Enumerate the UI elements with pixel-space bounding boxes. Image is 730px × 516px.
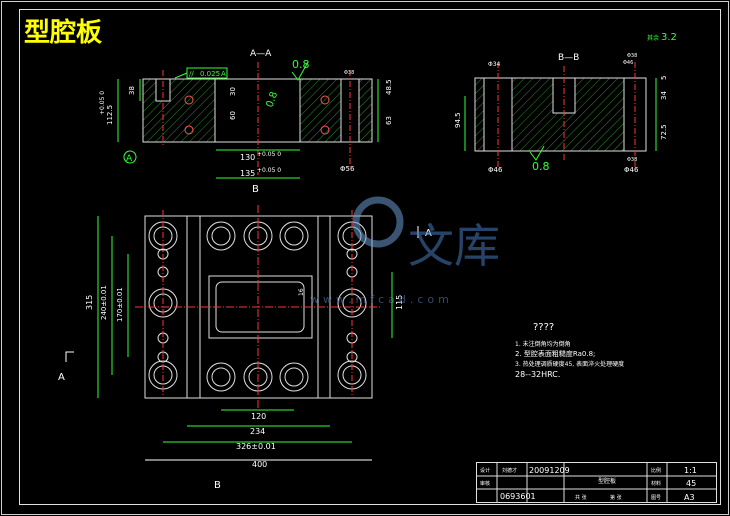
- dim-phi38-top: Φ38: [627, 53, 637, 59]
- corner-roughness-prefix: 其余: [647, 34, 659, 42]
- dim-112-tol: +0.05 0: [99, 91, 106, 115]
- watermark-logo-icon: [352, 196, 404, 248]
- dim-34: 34: [660, 91, 668, 100]
- dim-120: 120: [251, 412, 266, 421]
- dim-170: 170±0.01: [116, 287, 124, 322]
- aa-screw-hole: [184, 125, 194, 135]
- dim-16: 16: [298, 288, 305, 296]
- dim-135-tol: +0.05 0: [257, 167, 281, 174]
- dim-400: 400: [252, 460, 267, 469]
- tb-number: 0693601: [500, 492, 536, 501]
- tb-sheet: 第 张: [610, 494, 622, 501]
- roughness-symbol: [291, 61, 309, 81]
- dim-60: 60: [229, 111, 237, 120]
- svg-text:0.025: 0.025: [200, 70, 220, 78]
- tb-label: 材料: [651, 480, 661, 487]
- tb-date: 20091209: [529, 466, 570, 475]
- section-bb: B—B Φ34 Φ38 Φ46 94.5 34 5 72.5 Φ46 Φ46 Φ…: [454, 32, 677, 174]
- dim-240: 240±0.01: [100, 285, 108, 320]
- dim-phi56: Φ56: [340, 165, 355, 173]
- dim-234: 234: [250, 427, 265, 436]
- tolerance-frame: // 0.025 A: [174, 67, 228, 79]
- dim-135: 135: [240, 169, 255, 178]
- tb-label: 设计: [480, 467, 490, 474]
- tb-size: A3: [684, 493, 695, 502]
- note-line: 2. 型腔表面粗糙度Ra0.8;: [515, 349, 595, 358]
- dim-5: 5: [660, 76, 668, 80]
- note-line: 3. 热处理调质硬度45, 表面淬火处理硬度: [515, 360, 624, 368]
- dim-326: 326±0.01: [236, 442, 276, 451]
- dim-38: 38: [128, 86, 136, 95]
- dim-phi-top: Φ38: [344, 70, 354, 76]
- watermark-url: www.mfcad.com: [310, 293, 453, 306]
- dim-112: 112.5: [106, 105, 114, 125]
- note-line: 28--32HRC.: [515, 370, 560, 379]
- dim-phi46-r: Φ46: [624, 166, 639, 174]
- title-block: 设计 刘德才 20091209 型腔板 比例 1:1 审核 材料 45 0693…: [476, 462, 717, 503]
- tb-value: 刘德才: [502, 467, 517, 474]
- aa-screw-hole: [184, 95, 194, 105]
- technical-notes: ???? 1. 未注倒角均为倒角 2. 型腔表面粗糙度Ra0.8; 3. 热处理…: [515, 322, 624, 379]
- dim-30: 30: [229, 87, 237, 96]
- dim-48: 48.5: [385, 79, 393, 95]
- watermark: 文库 www.mfcad.com: [310, 196, 500, 306]
- section-aa: A—A // 0.025 A 0.8 0.8 38 112.5 +0.05: [99, 49, 393, 179]
- section-bb-label: B—B: [558, 53, 579, 63]
- dim-63: 63: [385, 116, 393, 125]
- dim-phi-small: Φ46: [623, 60, 633, 66]
- dim-phi38-bot: Φ38: [627, 157, 637, 163]
- view-label-a-left: A: [58, 372, 65, 383]
- svg-text://: //: [189, 70, 194, 78]
- tb-sheets: 共 张: [575, 494, 587, 501]
- tb-label: 图号: [651, 495, 661, 501]
- datum-a: A: [126, 154, 133, 164]
- aa-body-right: [299, 78, 373, 143]
- view-arrow: [65, 351, 74, 362]
- notes-heading: ????: [533, 322, 554, 333]
- svg-text:A: A: [221, 70, 226, 78]
- plan-view: 315 240±0.01 170±0.01 115 16 120 234 326…: [58, 184, 432, 491]
- aa-screw-hole: [320, 125, 330, 135]
- corner-roughness: 3.2: [661, 32, 677, 43]
- dim-130-tol: +0.05 0: [257, 151, 281, 158]
- aa-roughness-side: 0.8: [264, 90, 280, 109]
- view-label-b-top: B: [252, 184, 259, 195]
- tb-material: 45: [686, 479, 696, 488]
- aa-body-left: [142, 78, 216, 143]
- dim-phi34: Φ34: [488, 61, 501, 68]
- roughness-symbol: [529, 145, 545, 161]
- bb-roughness: 0.8: [532, 160, 550, 173]
- dim-94: 94.5: [454, 112, 462, 128]
- note-line: 1. 未注倒角均为倒角: [515, 340, 571, 348]
- inner-frame: [19, 9, 721, 505]
- dim-72: 72.5: [660, 124, 668, 140]
- aa-screw-hole: [320, 95, 330, 105]
- view-label-a-right: A: [425, 228, 432, 239]
- tb-label: 比例: [651, 467, 661, 474]
- dim-130: 130: [240, 153, 255, 162]
- watermark-cn: 文库: [408, 219, 500, 273]
- aa-pin-hole: [340, 78, 360, 143]
- datum-a-circle: [123, 150, 137, 164]
- view-label-b-bottom: B: [214, 480, 221, 491]
- dim-phi46-l: Φ46: [488, 166, 503, 174]
- drawing-title: 型腔板: [24, 18, 102, 48]
- dim-115: 115: [395, 295, 404, 310]
- tb-scale: 1:1: [684, 466, 697, 475]
- tb-part-name: 型腔板: [598, 477, 616, 485]
- dim-315: 315: [85, 295, 94, 310]
- section-aa-label: A—A: [250, 49, 272, 59]
- tb-label: 审核: [480, 480, 490, 487]
